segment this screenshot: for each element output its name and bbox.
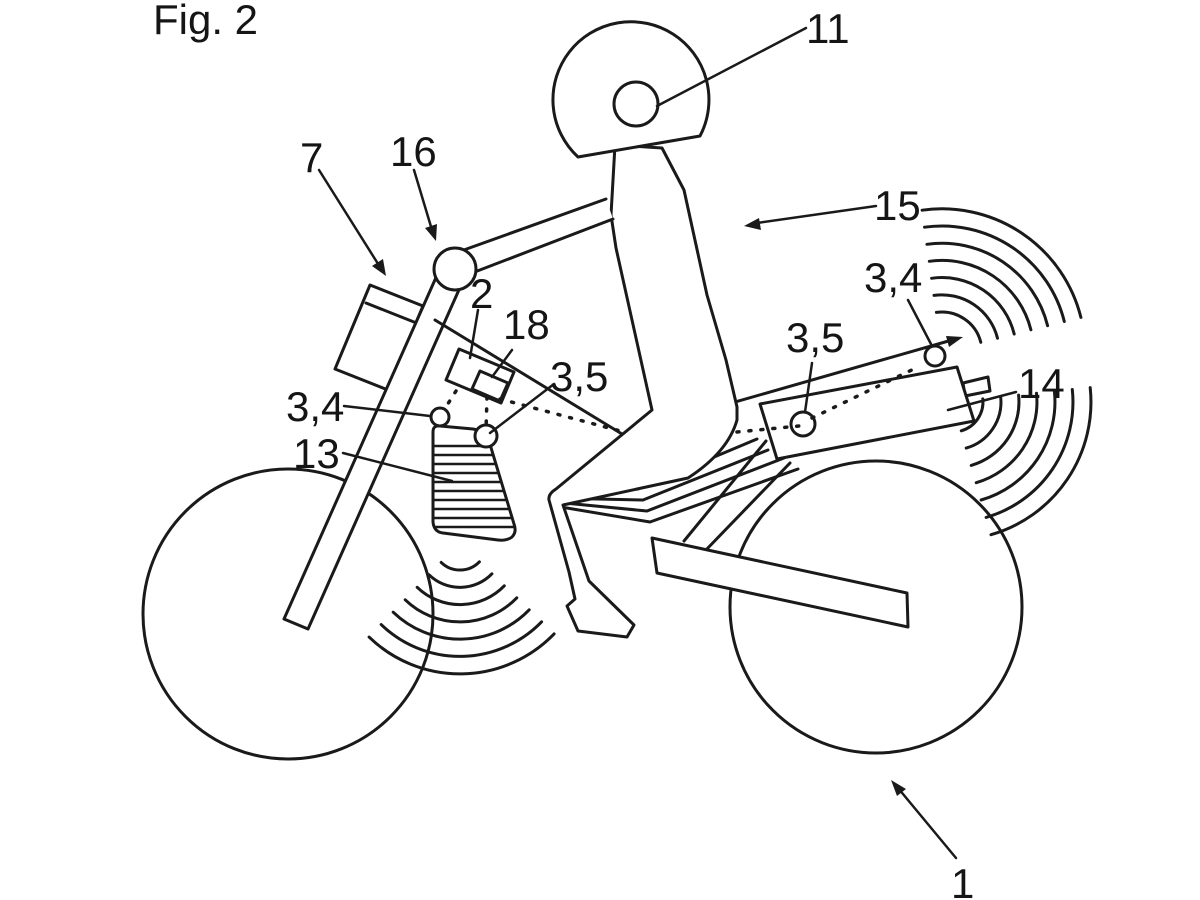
leader-13 xyxy=(341,451,454,483)
ref-label-35-center: 3,5 xyxy=(550,353,608,400)
leader-11 xyxy=(655,26,808,108)
dotted-link-unit-to-rear-a xyxy=(498,397,626,434)
rider-arm xyxy=(459,197,615,275)
signal-wave-arc xyxy=(367,632,556,676)
signal-wave-arc xyxy=(427,572,494,589)
leader-16 xyxy=(412,168,434,232)
dotted-link-unit-to-rear-b xyxy=(735,424,801,434)
signal-wave-arc xyxy=(920,207,1083,319)
ref-label-15: 15 xyxy=(874,182,921,229)
leader-34-left xyxy=(342,404,432,418)
signal-wave-arc xyxy=(403,596,519,624)
signal-wave-arc xyxy=(379,620,544,658)
dotted-link-unit-to-35 xyxy=(484,395,489,432)
signal-wave-arc xyxy=(974,391,1039,485)
signal-wave-arc xyxy=(989,386,1093,537)
rear-sensor-circle-3-4 xyxy=(923,344,947,368)
rack-tab xyxy=(961,375,992,398)
leader-7 xyxy=(317,168,382,269)
arrowhead-15 xyxy=(744,218,761,230)
damper-unit-13 xyxy=(431,424,517,542)
rear-stay-line-4 xyxy=(553,467,800,524)
signal-waves-rear-lower xyxy=(959,386,1093,537)
dotted-links xyxy=(442,364,922,434)
leader-2 xyxy=(468,308,480,360)
rear-sensor-pointer-line xyxy=(698,336,963,414)
signal-wave-arc xyxy=(934,310,983,344)
arrowhead-1 xyxy=(891,780,906,796)
luggage-rack-14 xyxy=(758,365,976,461)
dotted-link-unit-to-34 xyxy=(442,389,458,412)
signal-wave-arc xyxy=(439,560,481,572)
signal-wave-arc xyxy=(979,389,1057,502)
helmet-circle-11 xyxy=(612,80,660,128)
leader-18 xyxy=(490,348,514,379)
signal-waves-front xyxy=(367,560,556,676)
seat-support-line-2 xyxy=(702,461,792,554)
ref-label-11: 11 xyxy=(806,5,850,52)
leader-35-center xyxy=(488,382,556,435)
leader-35-right xyxy=(803,361,814,414)
signal-wave-arc xyxy=(964,395,1003,450)
ref-label-35-right: 3,5 xyxy=(786,314,844,361)
signal-wave-arc xyxy=(959,397,985,433)
signal-wave-arc xyxy=(391,608,531,641)
rack-sensor-circle-3-5 xyxy=(789,410,817,438)
ref-label-18: 18 xyxy=(503,301,550,348)
seat-support-line-1 xyxy=(682,439,768,543)
arrowhead xyxy=(946,336,963,347)
signal-wave-arc xyxy=(923,224,1066,323)
ref-label-34-right: 3,4 xyxy=(864,254,922,301)
signal-wave-arc xyxy=(927,258,1033,332)
ref-label-34-left: 3,4 xyxy=(286,383,344,430)
signal-wave-arc xyxy=(930,276,1016,336)
rear-wheel xyxy=(728,459,1024,755)
ref-label-1: 1 xyxy=(951,860,974,900)
signal-wave-arc xyxy=(415,584,506,607)
ref-label-7: 7 xyxy=(300,134,323,181)
signal-wave-arc xyxy=(932,293,999,340)
leader-15 xyxy=(755,204,878,225)
ref-label-2: 2 xyxy=(470,270,493,317)
seat xyxy=(650,536,910,629)
signal-wave-arc xyxy=(969,393,1021,467)
ref-label-14: 14 xyxy=(1018,360,1065,407)
figure-title: Fig. 2 xyxy=(153,0,258,43)
ref-label-16: 16 xyxy=(390,128,437,175)
arrowhead-16 xyxy=(425,224,437,241)
front-sensor-circle-3-4 xyxy=(429,406,451,428)
front-wheel xyxy=(141,467,435,761)
leader-34-right xyxy=(906,298,934,348)
leader-14 xyxy=(946,390,1018,412)
frame-top-tube xyxy=(433,318,624,436)
leader-lines xyxy=(317,26,1018,860)
signal-wave-arc xyxy=(984,388,1075,519)
reference-labels: Fig. 2 7 16 11 15 3,4 3,5 14 2 18 3,5 3,… xyxy=(153,0,1065,900)
rider-body xyxy=(547,143,739,639)
dotted-link-rack-to-34 xyxy=(810,364,922,420)
signal-wave-arc xyxy=(925,241,1050,328)
handlebar-stem-circle-16 xyxy=(432,246,478,292)
leader-1 xyxy=(896,786,958,860)
ref-label-13: 13 xyxy=(293,430,340,477)
front-sensor-circle-3-5 xyxy=(473,423,499,449)
signal-waves-rear-upper xyxy=(920,207,1083,344)
arrowhead-7 xyxy=(372,259,386,276)
control-module-18 xyxy=(470,369,510,403)
